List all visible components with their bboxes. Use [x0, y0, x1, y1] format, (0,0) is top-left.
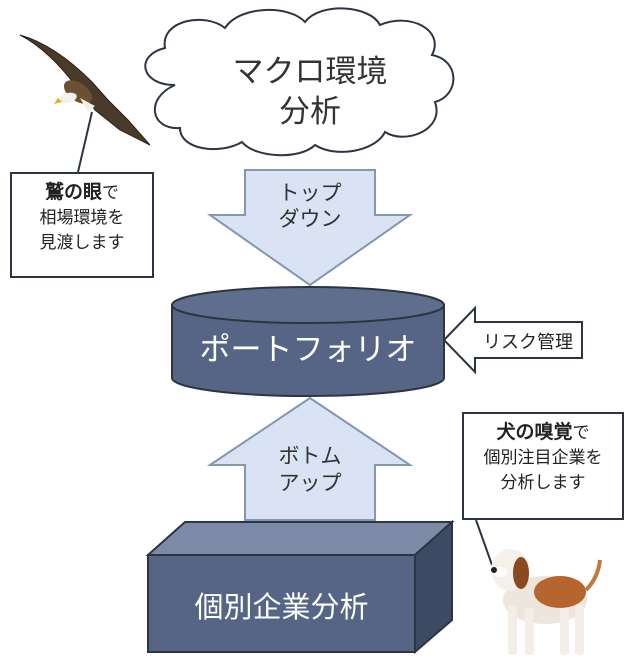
dog-callout-line1: 犬の嗅覚で — [464, 420, 622, 446]
risk-arrow — [442, 305, 583, 375]
top-down-label-line2: ダウン — [278, 207, 342, 231]
eagle-callout-line2: 相場環境を — [39, 208, 125, 228]
company-box — [145, 519, 455, 655]
top-down-label-line1: トップ — [278, 181, 342, 205]
eagle-callout-line1: 鷲の眼で — [12, 180, 152, 206]
dog-callout-line3: 分析します — [500, 473, 586, 493]
eagle-callout-bold: 鷲の眼 — [44, 181, 102, 203]
portfolio-cylinder — [171, 286, 445, 397]
dog-callout-suffix: で — [572, 423, 590, 443]
company-label: 個別企業分析 — [194, 590, 369, 624]
dog-leader — [475, 519, 493, 566]
eagle-callout-line3: 見渡します — [39, 233, 125, 253]
cloud-shape — [144, 7, 455, 157]
cloud-label-line1: マクロ環境 — [232, 54, 388, 90]
portfolio-label: ポートフォリオ — [199, 332, 417, 368]
eagle-callout: 鷲の眼で 相場環境を 見渡します — [10, 172, 154, 278]
eagle-callout-suffix: で — [102, 183, 119, 203]
top-down-arrow — [206, 169, 414, 287]
eagle-leader — [77, 111, 93, 173]
eagle-image — [19, 34, 151, 146]
bottom-up-arrow — [206, 396, 414, 521]
dog-image — [491, 549, 602, 655]
bottom-up-label-line2: アップ — [278, 471, 342, 495]
dog-callout: 犬の嗅覚で 個別注目企業を 分析します — [462, 412, 624, 520]
risk-label: リスク管理 — [483, 332, 573, 353]
dog-callout-line2: 個別注目企業を — [483, 448, 603, 468]
dog-callout-bold: 犬の嗅覚 — [496, 421, 573, 443]
cloud-label-line2: 分析 — [279, 94, 341, 130]
bottom-up-label-line1: ボトム — [278, 444, 342, 468]
